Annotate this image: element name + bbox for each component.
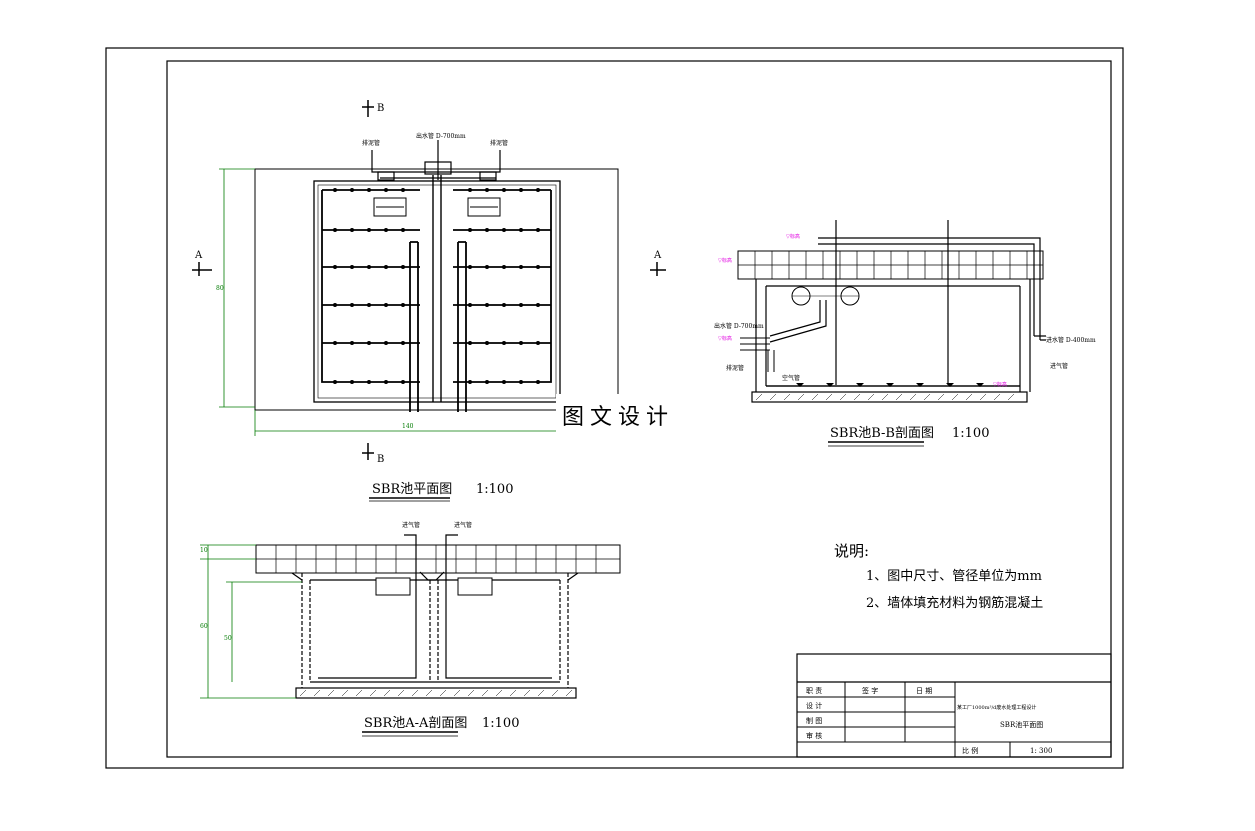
aa-dim-top: 10 xyxy=(200,547,208,554)
plan-view-title: SBR池平面图 xyxy=(372,482,452,497)
bb-sludge-label: 排泥管 xyxy=(726,364,744,372)
aa-air-left-label: 进气管 xyxy=(402,521,420,529)
plan-sludge-left-label: 排泥管 xyxy=(362,139,380,147)
aa-dim-inner: 50 xyxy=(224,635,232,642)
outer-frame xyxy=(105,47,1124,769)
svg-text:▽标高: ▽标高 xyxy=(718,335,732,342)
aa-title: SBR池A-A剖面图 xyxy=(364,716,467,731)
bb-air-label: 空气管 xyxy=(782,374,800,382)
plan-dim-width: 140 xyxy=(402,423,414,430)
plan-view-scale: 1:100 xyxy=(476,482,513,497)
tb-row4: 审 核 xyxy=(806,731,822,740)
notes-heading: 说明: xyxy=(834,542,869,560)
section-aa: 10 60 50 进气管 进气管 SBR池A-A剖面图 1:100 xyxy=(200,521,621,737)
tb-scale-label: 比 例 xyxy=(962,746,978,755)
inner-frame xyxy=(166,60,1112,758)
aa-air-right-label: 进气管 xyxy=(454,521,472,529)
notes-line-1: 1、图中尺寸、管径单位为mm xyxy=(866,569,1042,584)
plan-dim-height: 80 xyxy=(216,285,224,292)
tb-row1: 职 责 xyxy=(806,686,822,695)
section-mark-b-top: B xyxy=(377,103,384,114)
bb-title: SBR池B-B剖面图 xyxy=(830,426,934,441)
bb-outlet-label: 出水管 D-700mm xyxy=(714,322,764,330)
title-block xyxy=(796,653,1112,758)
notes-line-2: 2、墙体填充材料为钢筋混凝土 xyxy=(866,595,1043,611)
aa-dim-mid: 60 xyxy=(200,623,208,630)
tb-scale-value: 1: 300 xyxy=(1030,747,1052,755)
notes: 说明: 1、图中尺寸、管径单位为mm 2、墙体填充材料为钢筋混凝土 xyxy=(834,542,1043,611)
tb-row2: 设 计 xyxy=(806,701,822,710)
section-mark-a-right: A xyxy=(653,250,662,261)
section-mark-a-left: A xyxy=(194,250,203,261)
plan-view: B B A A 出水管 D-700mm 排泥管 排泥管 80 140 SBR池平… xyxy=(192,100,666,502)
tb-col-date: 日 期 xyxy=(916,687,932,695)
svg-text:▽标高: ▽标高 xyxy=(718,257,732,264)
tb-row3: 制 图 xyxy=(806,716,822,725)
section-bb: ▽标高 ▽标高 ▽标高 ▽标高 出水管 D-700mm 排泥管 空气管 进水管 … xyxy=(714,220,1096,447)
bb-scale: 1:100 xyxy=(952,426,989,441)
bb-inlet-label: 进水管 D-400mm xyxy=(1046,336,1096,344)
plan-outlet-label: 出水管 D-700mm xyxy=(416,132,466,140)
tb-col-sign: 签 字 xyxy=(862,686,878,695)
bb-air-in-label: 进气管 xyxy=(1050,362,1068,370)
plan-sludge-right-label: 排泥管 xyxy=(490,139,508,147)
tb-drawing-name: SBR池平面图 xyxy=(1000,720,1043,729)
watermark: 图文设计 xyxy=(562,405,674,430)
svg-text:▽标高: ▽标高 xyxy=(786,233,800,240)
tb-project: 某工厂1000m³/d废水处理工程设计 xyxy=(957,704,1036,711)
aa-scale: 1:100 xyxy=(482,716,519,731)
svg-text:▽标高: ▽标高 xyxy=(993,381,1007,388)
section-mark-b-bottom: B xyxy=(377,454,384,465)
